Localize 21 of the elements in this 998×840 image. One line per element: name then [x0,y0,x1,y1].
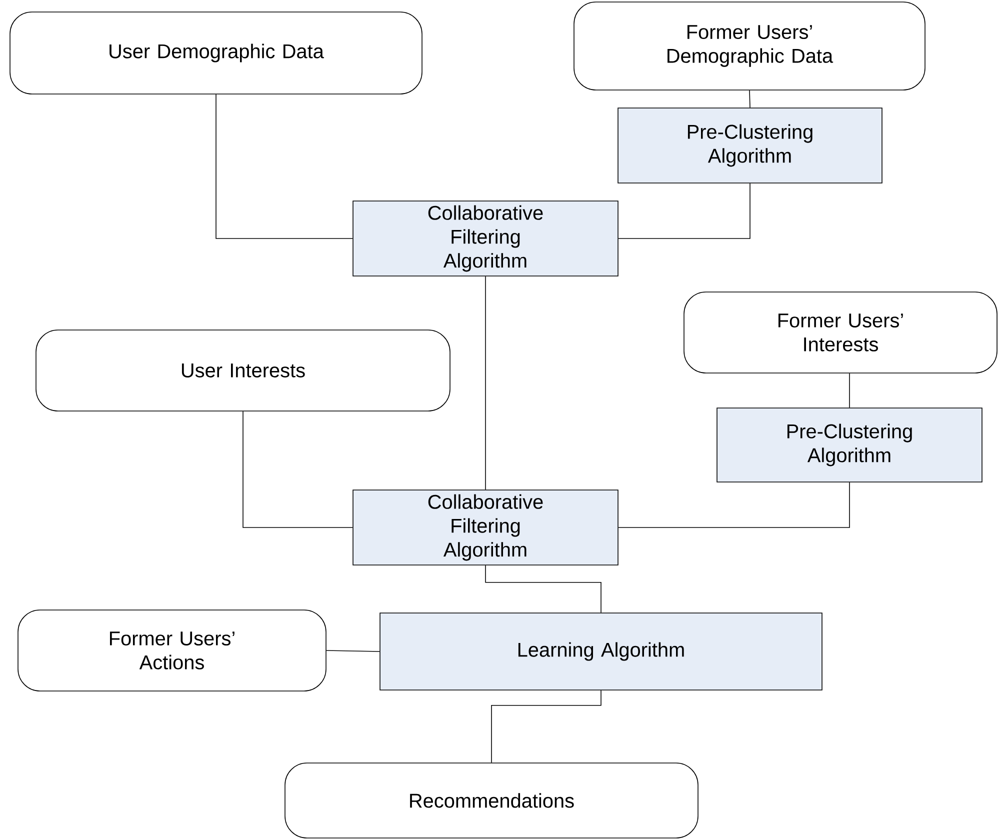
process-box: Collaborative Filtering Algorithm [352,200,618,276]
connector-line [242,411,353,528]
process-box: Collaborative Filtering Algorithm [352,490,618,566]
connector-line [849,373,850,408]
connector-line [749,90,750,108]
connector-line [485,565,602,613]
rounded-box: Former Users’ Demographic Data [574,2,926,90]
connector-line [326,650,380,652]
process-box: Pre-Clustering Algorithm [716,408,982,482]
connector-line [216,94,353,239]
process-box: Learning Algorithm [380,612,822,690]
rounded-box: Former Users’ Interests [684,292,998,374]
rounded-box: User Interests [36,330,450,412]
rounded-box: Recommendations [284,762,698,838]
process-box: Pre-Clustering Algorithm [618,108,882,184]
rounded-box: User Demographic Data [10,12,422,94]
connector-line [618,183,750,239]
connector-line [485,276,486,490]
rounded-box: Former Users’ Actions [18,610,326,692]
connector-line [491,690,602,763]
connector-line [618,482,850,528]
